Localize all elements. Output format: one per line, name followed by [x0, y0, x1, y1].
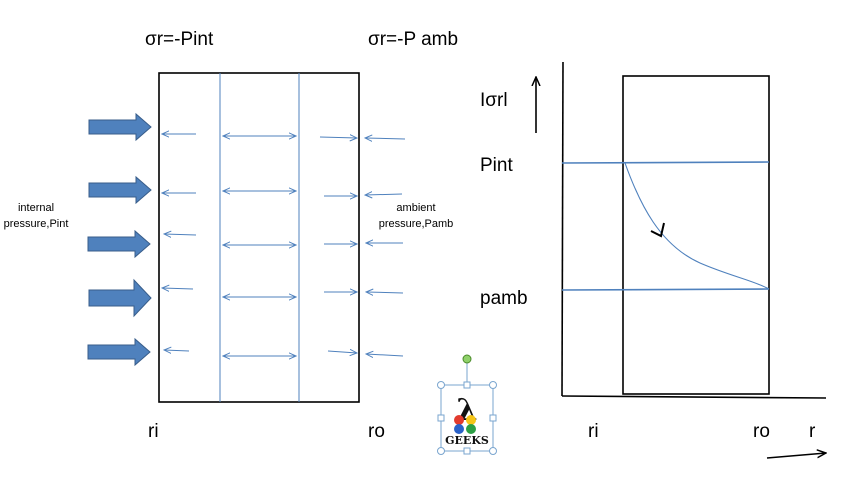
outer-stress-arrows: [319, 137, 357, 353]
pamb-label: pamb: [480, 288, 528, 309]
ambient-arrow: [366, 292, 404, 293]
pressure-block-arrow: [87, 337, 151, 367]
pint-level-line: [561, 161, 770, 164]
pressure-block-arrow: [87, 229, 151, 259]
stress-decay-curve: [624, 162, 770, 290]
plot-horizontal-axis: [561, 395, 827, 399]
abs-sigma-label: Iσrl: [480, 90, 508, 111]
sigma-inner-label: σr=-Pint: [145, 29, 214, 50]
pressure-block-arrow: [88, 278, 152, 318]
ambient-pressure-label: ambient pressure,Pamb: [378, 202, 454, 230]
wall-section-box: [158, 72, 360, 403]
curve-direction-mark: [650, 222, 665, 238]
geeks-logo[interactable]: λ GEEKS: [435, 352, 499, 457]
ro-left-label: ro: [368, 421, 385, 442]
ambient-arrow: [365, 138, 406, 139]
pint-label: Pint: [480, 155, 513, 176]
internal-pressure-label: internal pressure,Pint: [3, 202, 69, 230]
internal-pressure-arrows: [87, 112, 152, 367]
logo-text: GEEKS: [445, 434, 489, 447]
middle-stress-arrows: [223, 136, 296, 356]
ambient-arrow: [366, 354, 404, 356]
pressure-block-arrow: [88, 175, 152, 205]
r-axis-label: r: [809, 421, 816, 442]
stress-arrow: [164, 350, 190, 351]
ri-left-label: ri: [148, 421, 159, 442]
rotate-handle: [462, 354, 472, 364]
ri-right-label: ri: [588, 421, 599, 442]
stress-arrow: [162, 288, 194, 289]
stress-arrow: [319, 137, 357, 138]
ro-right-label: ro: [753, 421, 770, 442]
stress-arrow: [164, 234, 197, 235]
pressure-block-arrow: [88, 112, 152, 142]
ambient-arrow: [365, 194, 403, 195]
pamb-level-line: [561, 288, 770, 291]
sigma-outer-label: σr=-P amb: [368, 29, 459, 50]
plot-vertical-axis: [561, 61, 564, 397]
r-axis-arrow: [766, 453, 826, 459]
plot-wall-box: [622, 75, 770, 395]
ambient-pressure-arrows: [365, 138, 406, 356]
inner-stress-arrows: [162, 134, 197, 351]
stress-arrow: [327, 351, 357, 353]
